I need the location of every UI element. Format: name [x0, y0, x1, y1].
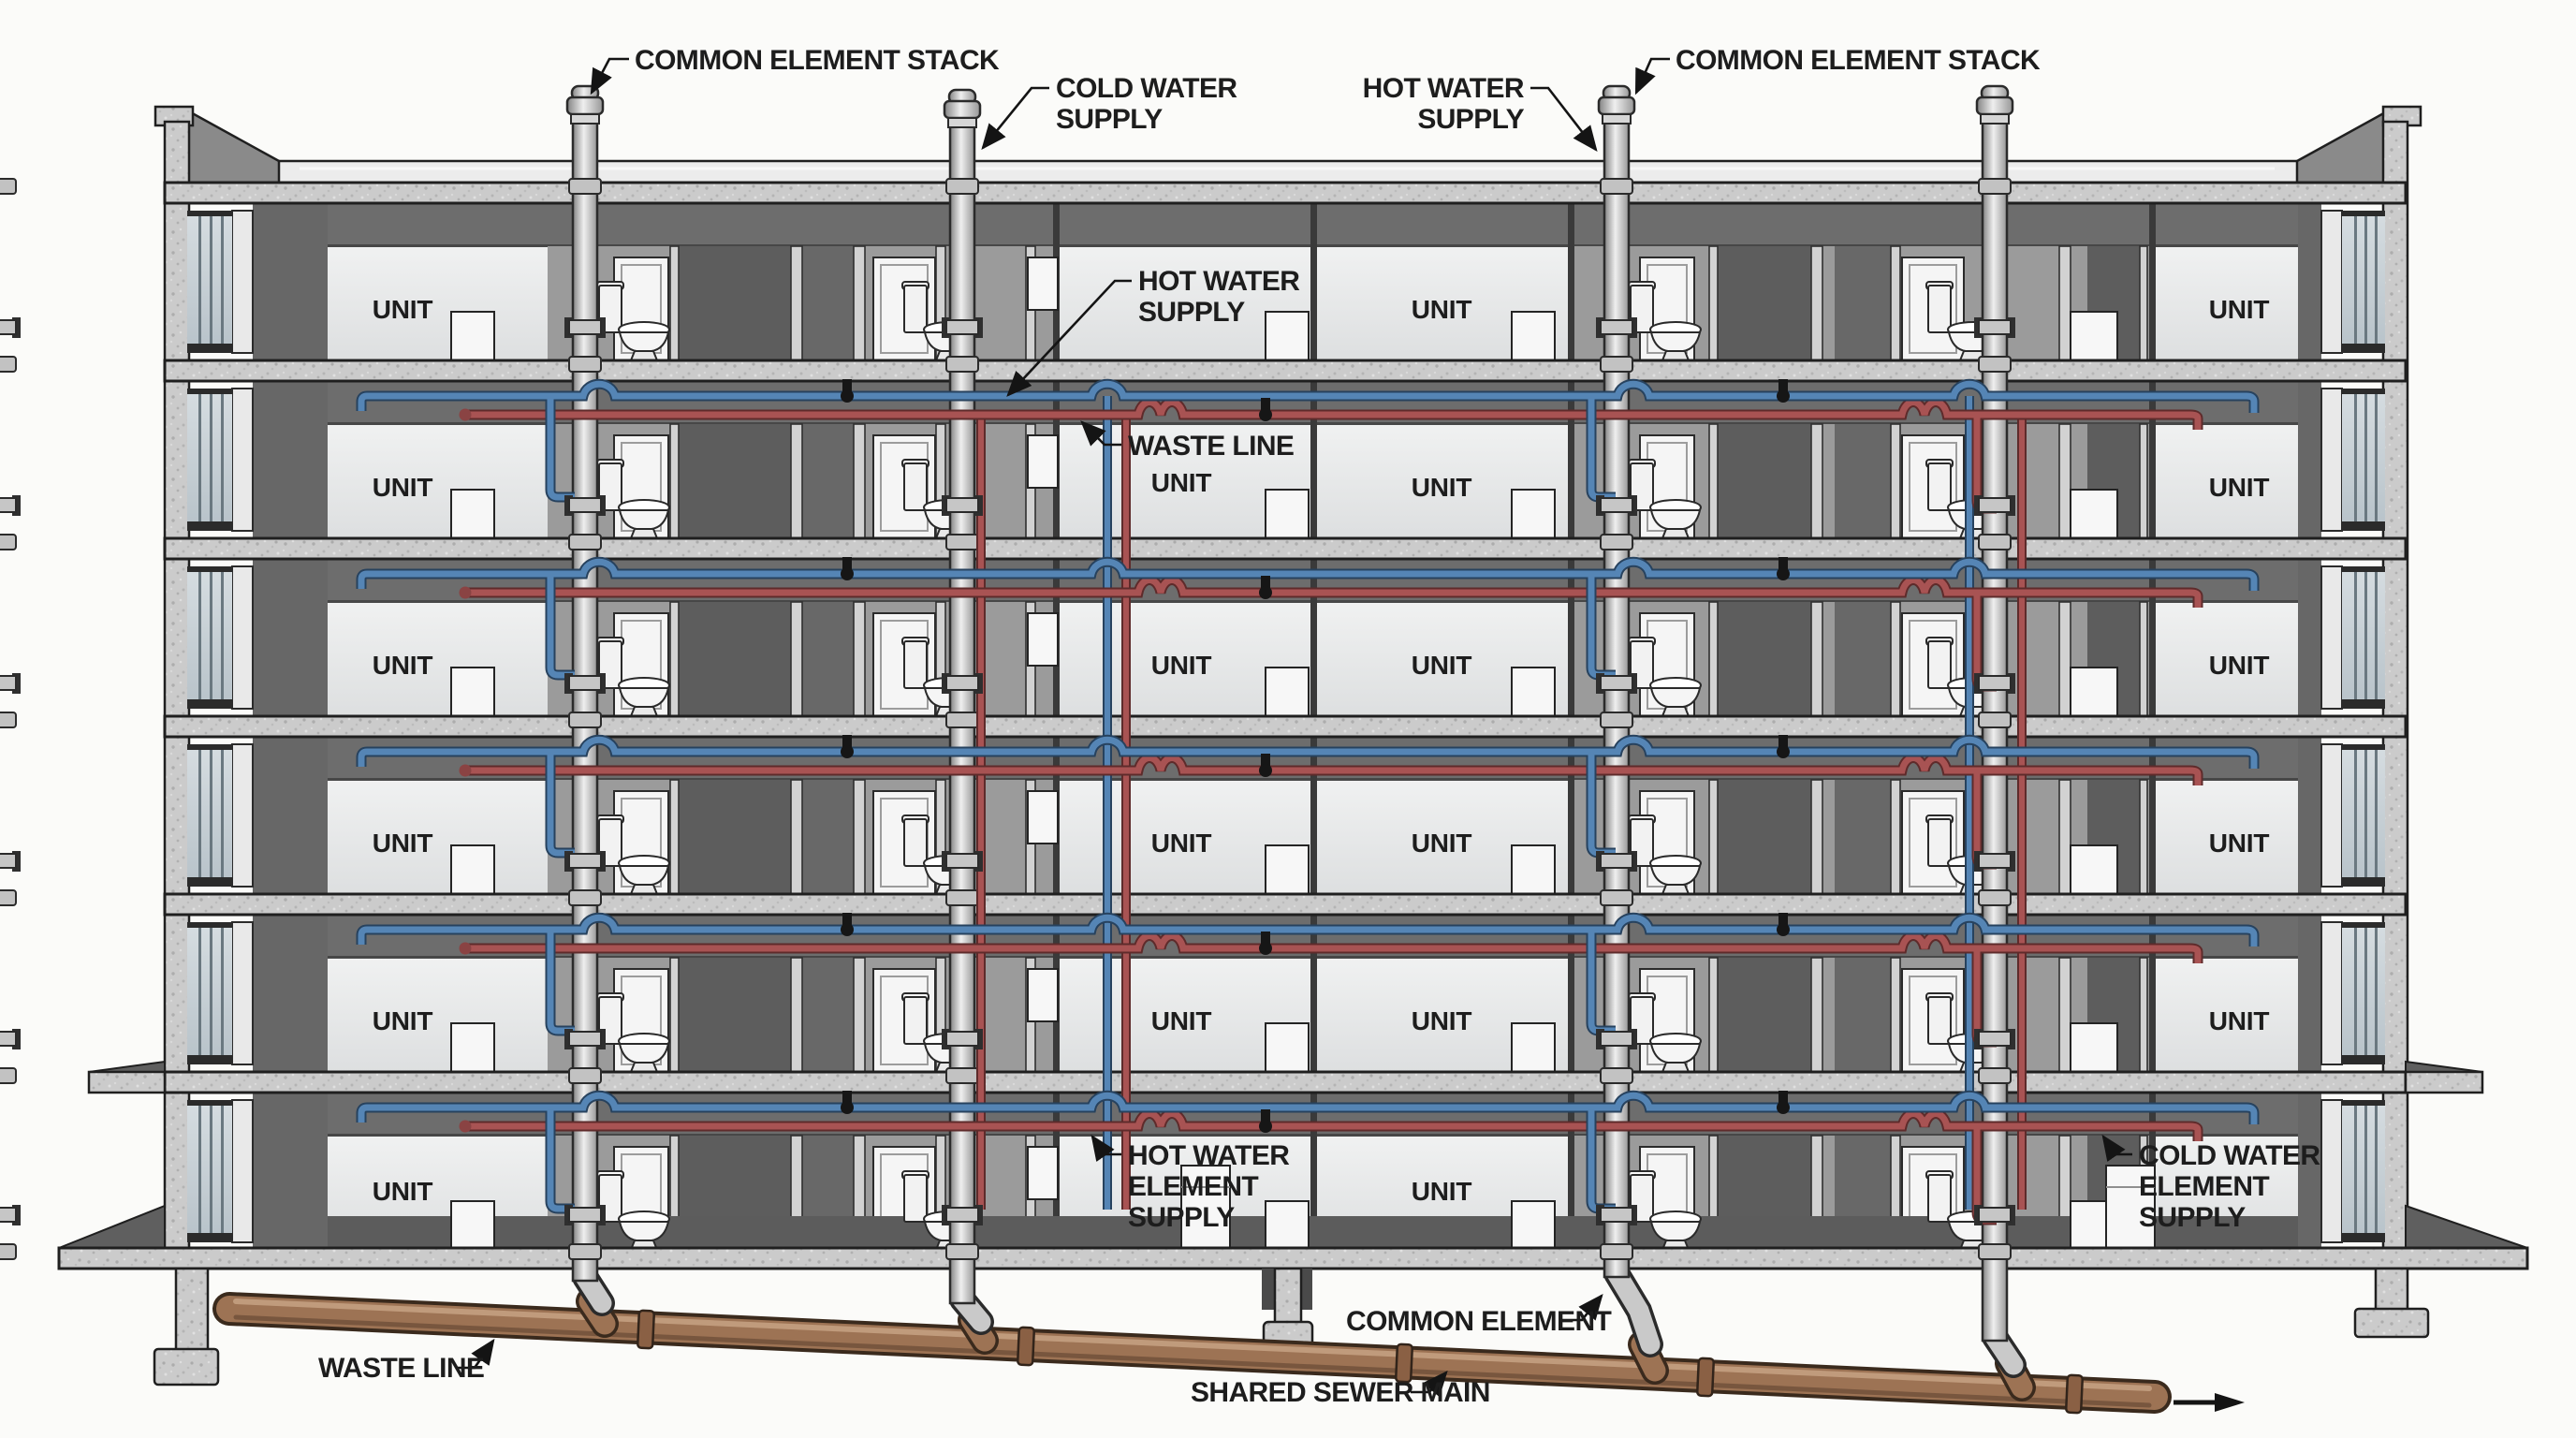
- unit-label: UNIT: [2209, 473, 2270, 502]
- unit-label: UNIT: [2209, 1006, 2270, 1035]
- roof: [154, 105, 2422, 184]
- unit-label: UNIT: [373, 1006, 433, 1035]
- unit-label: UNIT: [373, 1177, 433, 1206]
- callout-text: HOT WATER: [1363, 73, 1525, 104]
- callout-text: COMMON ELEMENT: [1346, 1306, 1612, 1337]
- callouts: COMMON ELEMENT STACK COLD WATER SUPPLY H…: [318, 45, 2321, 1408]
- label-common-element-stack-right: COMMON ELEMENT STACK: [1634, 45, 2042, 95]
- parapet-right: [2295, 108, 2391, 184]
- label-waste-line-exterior: WASTE LINE: [318, 1338, 495, 1384]
- leader-line: [1090, 1134, 1121, 1162]
- leader-line: [1006, 279, 1132, 397]
- callout-text: COLD WATER: [1056, 73, 1237, 104]
- unit-label: UNIT: [373, 295, 433, 324]
- callout-text: COLD WATER: [2139, 1140, 2320, 1171]
- unit-label: UNIT: [1151, 829, 1212, 858]
- leader-line: [456, 1338, 495, 1370]
- leader-line: [1561, 1293, 1603, 1322]
- unit-label: UNIT: [1151, 468, 1212, 497]
- callout-text: WASTE LINE: [1128, 431, 1294, 462]
- common-element-stack-left-pipe: [565, 84, 605, 1283]
- unit-label: UNIT: [1151, 1006, 1212, 1035]
- ground-floor-appliances: [1180, 1165, 2156, 1249]
- floor-slab: [163, 181, 2408, 205]
- sewer-flow-arrow: [2174, 1393, 2245, 1412]
- water-distribution-runs: [361, 379, 2254, 1220]
- label-cold-water-element-supply: COLD WATER ELEMENT SUPPLY: [2101, 1134, 2321, 1233]
- unit-label: UNIT: [2209, 651, 2270, 680]
- unit-label: UNIT: [1412, 1177, 1472, 1206]
- foundations: [153, 1267, 2430, 1387]
- callout-text: ELEMENT: [2139, 1171, 2269, 1202]
- callout-text: HOT WATER: [1138, 266, 1300, 297]
- label-waste-line-interior: WASTE LINE: [1080, 420, 1295, 462]
- unit-label: UNIT: [1412, 1006, 1472, 1035]
- unit-label: UNIT: [373, 473, 433, 502]
- sewer-couplings: [637, 1309, 2084, 1415]
- unit-label: UNIT: [373, 829, 433, 858]
- label-hot-water-element-supply: HOT WATER ELEMENT SUPPLY: [1090, 1134, 1291, 1233]
- callout-text: SUPPLY: [1417, 104, 1524, 135]
- floor-slab: [163, 714, 2408, 739]
- unit-fixtures: [451, 257, 2156, 1250]
- leader-line: [1080, 420, 1121, 447]
- label-common-element: COMMON ELEMENT: [1346, 1293, 1612, 1337]
- hot-water-riser: [1597, 84, 1636, 1279]
- leader-line: [590, 57, 629, 95]
- callout-text: SUPPLY: [2139, 1202, 2246, 1233]
- floor-slab: [163, 892, 2408, 917]
- label-cold-water-supply: COLD WATER SUPPLY: [981, 73, 1238, 151]
- label-common-element-stack-left: COMMON ELEMENT STACK: [590, 45, 1001, 95]
- left-ground-deck: [58, 1204, 166, 1249]
- unit-label: UNIT: [1412, 295, 1472, 324]
- callout-text: ELEMENT: [1128, 1171, 1258, 1202]
- callout-text: SUPPLY: [1138, 297, 1245, 328]
- callout-text: SUPPLY: [1056, 104, 1163, 135]
- unit-label: UNIT: [2209, 295, 2270, 324]
- label-hot-water-supply-interior: HOT WATER SUPPLY: [1006, 266, 1301, 397]
- leader-line: [1530, 86, 1598, 153]
- floor-slab: [163, 1070, 2408, 1094]
- unit-label: UNIT: [1412, 829, 1472, 858]
- unit-label: UNIT: [2209, 829, 2270, 858]
- ground-slab: [57, 1246, 2529, 1270]
- unit-labels: UNIT UNIT UNIT UNIT UNIT UNIT UNIT UNIT …: [373, 295, 2270, 1206]
- callout-text: HOT WATER: [1128, 1140, 1290, 1171]
- unit-label: UNIT: [1412, 473, 1472, 502]
- callout-text: COMMON ELEMENT STACK: [635, 45, 1000, 76]
- floor-slab: [163, 359, 2408, 383]
- unit-label: UNIT: [373, 651, 433, 680]
- label-hot-water-supply-top: HOT WATER SUPPLY: [1363, 73, 1598, 153]
- callout-text: COMMON ELEMENT STACK: [1676, 45, 2041, 76]
- parapet-left: [185, 108, 281, 184]
- leader-line: [1411, 1371, 1448, 1398]
- long-vertical-branches: [976, 396, 2027, 1210]
- unit-label: UNIT: [1151, 651, 1212, 680]
- floor-slab: [163, 536, 2408, 561]
- callout-text: SHARED SEWER MAIN: [1191, 1377, 1490, 1408]
- right-ground-deck: [2405, 1204, 2528, 1249]
- leader-line: [2101, 1134, 2132, 1162]
- label-shared-sewer-main: SHARED SEWER MAIN: [1191, 1371, 1490, 1408]
- callout-text: SUPPLY: [1128, 1202, 1235, 1233]
- callout-text: WASTE LINE: [318, 1353, 484, 1384]
- unit-label: UNIT: [1412, 651, 1472, 680]
- leader-line: [1634, 57, 1670, 95]
- leader-line: [981, 86, 1049, 151]
